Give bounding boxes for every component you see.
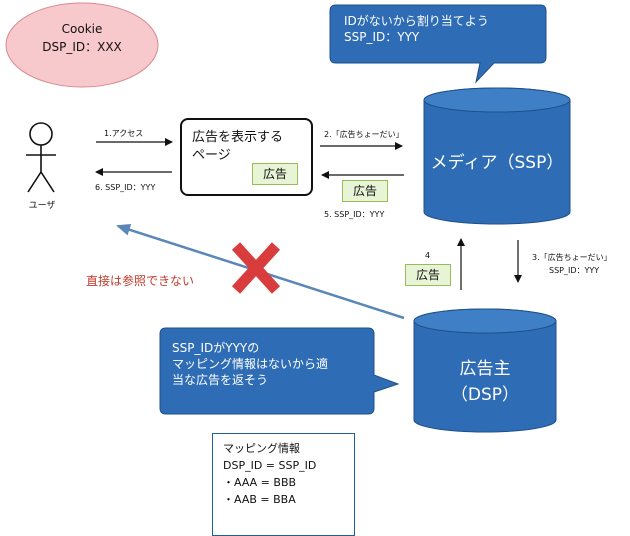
returned-ad-tag-dsp: 広告 [405,264,451,286]
step-2-label: 2.「広告ちょーだい」 [324,130,404,139]
step-3-label-line-2: SSP_ID：YYY [549,266,600,275]
mapping-row: ・AAB = BBA [223,493,296,506]
dsp-bubble-line-3: 当な広告を返そう [172,373,269,387]
direct-reference-warning: 直接は参照できない [86,274,195,288]
ssp-bubble-text: IDがないから割り当てよう SSP_ID：YYY [344,13,489,45]
cookie-title: Cookie [61,22,103,36]
ssp-label: メディア（SSP） [430,153,564,173]
cookie-label: Cookie DSP_ID：XXX [12,20,152,56]
ssp-bubble-line-1: IDがないから割り当てよう [344,14,489,28]
mapping-title: マッピング情報 [223,442,300,455]
step-6-label: 6. SSP_ID：YYY [95,183,156,192]
ssp-bubble-line-2: SSP_ID：YYY [344,30,420,44]
dsp-label: 広告主 （DSP） [414,356,556,408]
step-5-label: 5. SSP_ID：YYY [324,210,385,219]
dsp-label-line-1: 広告主 [459,359,511,379]
cookie-ellipse [5,2,159,88]
dsp-bubble-text: SSP_IDがYYYの マッピング情報はないから適 当な広告を返そう [172,340,328,388]
dsp-speech-bubble [159,327,400,415]
user-label: ユーザ [28,201,56,211]
mapping-row: ・AAA = BBB [223,476,297,489]
step-3-label-line-1: 3.「広告ちょーだい」 [532,253,612,262]
returned-ad-tag-ssp: 広告 [342,180,388,202]
step-1-label: 1.アクセス [104,129,144,138]
ssp-cylinder [423,87,571,225]
dsp-cylinder [413,308,557,433]
dsp-label-line-2: （DSP） [450,385,520,405]
dsp-bubble-line-2: マッピング情報はないから適 [172,357,329,371]
step-4-label: 4 [425,251,431,260]
page-ad-tag: 広告 [252,163,298,185]
ssp-speech-bubble [329,4,547,84]
dsp-bubble-line-1: SSP_IDがYYYの [172,341,260,355]
cookie-dsp-id: DSP_ID：XXX [42,40,122,54]
user-icon [26,122,56,193]
mapping-info-box: マッピング情報 DSP_ID = SSP_ID ・AAA = BBB ・AAB … [212,433,355,536]
page-box-label: 広告を表示する ページ [192,130,284,163]
mapping-rule: DSP_ID = SSP_ID [223,459,317,472]
blocked-x-icon [231,242,281,294]
